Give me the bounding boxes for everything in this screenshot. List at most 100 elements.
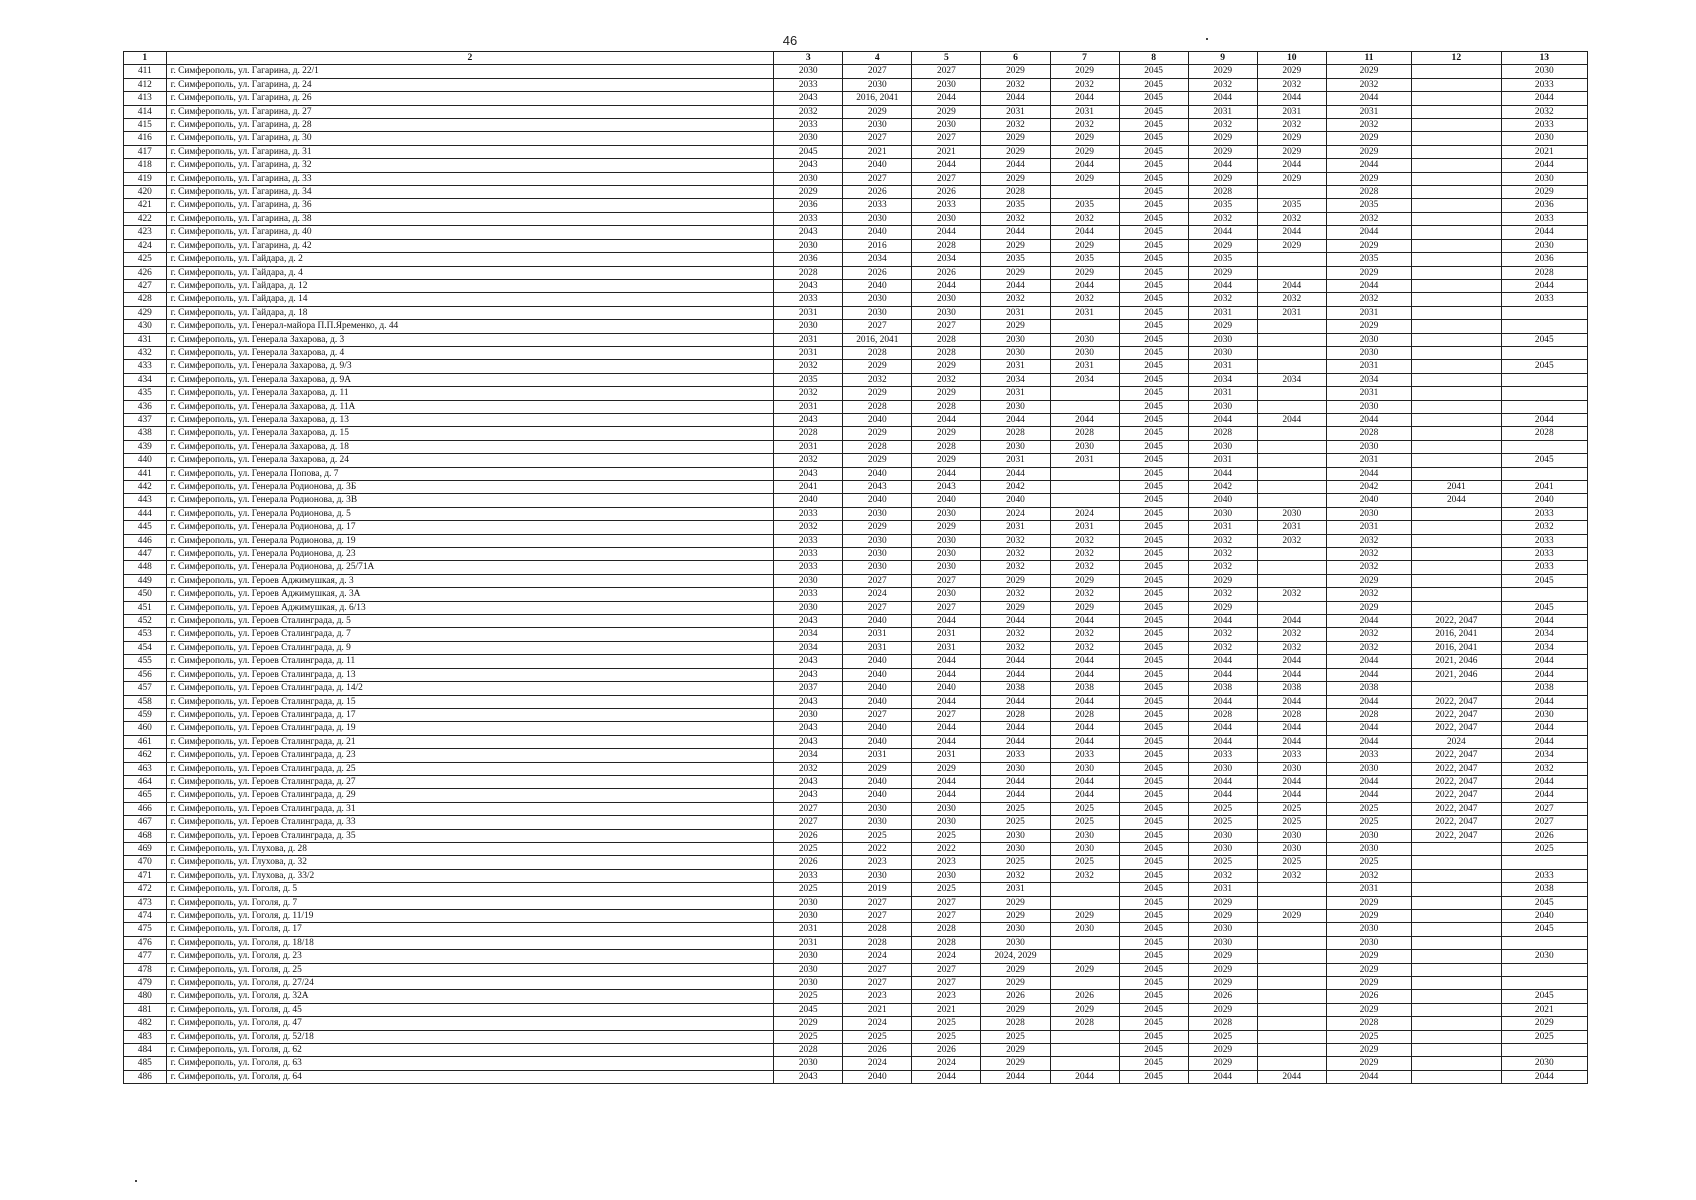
year-cell-col-5: 2044 — [911, 654, 982, 669]
year-cell-col-6: 2032 — [980, 118, 1051, 133]
address-cell: г. Симферополь, ул. Гоголя, д. 17 — [165, 922, 775, 937]
year-cell-col-11: 2029 — [1325, 895, 1413, 911]
year-cell-col-8: 2045 — [1118, 908, 1189, 924]
year-cell-col-12: 2022, 2047 — [1411, 801, 1502, 817]
year-cell-col-12 — [1411, 359, 1502, 374]
year-cell-col-11: 2031 — [1325, 104, 1413, 120]
year-cell-col-10 — [1256, 949, 1327, 964]
year-cell-col-6: 2026 — [980, 989, 1051, 1004]
year-cell-col-10 — [1256, 453, 1327, 468]
year-cell-col-9: 2044 — [1187, 412, 1258, 428]
year-cell-col-11: 2032 — [1325, 533, 1413, 549]
year-cell-col-11: 2044 — [1325, 158, 1413, 173]
year-cell-col-10: 2035 — [1256, 198, 1327, 213]
year-cell-col-11: 2025 — [1325, 815, 1413, 830]
year-cell-col-13: 2028 — [1500, 265, 1589, 280]
address-cell: г. Симферополь, ул. Гоголя, д. 27/24 — [165, 976, 775, 991]
year-cell-col-4: 2027 — [842, 600, 913, 616]
year-cell-col-12 — [1411, 399, 1502, 414]
row-number-cell: 482 — [123, 1016, 167, 1031]
year-cell-col-4: 2030 — [842, 305, 913, 321]
year-cell-col-4: 2030 — [842, 211, 913, 227]
year-cell-col-3: 2043 — [773, 694, 844, 709]
address-cell: г. Симферополь, ул. Героев Аджимушкая, д… — [165, 600, 775, 616]
column-header-4: 4 — [842, 50, 913, 66]
year-cell-col-3: 2033 — [773, 560, 844, 575]
row-number-cell: 438 — [123, 426, 167, 441]
year-cell-col-13 — [1500, 319, 1589, 334]
year-cell-col-12 — [1411, 547, 1502, 562]
row-number-cell: 466 — [123, 801, 167, 817]
year-cell-col-12: 2022, 2047 — [1411, 707, 1502, 723]
year-cell-col-13: 2040 — [1500, 493, 1589, 508]
year-cell-col-9: 2030 — [1187, 332, 1258, 347]
year-cell-col-5: 2030 — [911, 211, 982, 227]
year-cell-col-6: 2029 — [980, 600, 1051, 616]
row-number-cell: 415 — [123, 118, 167, 133]
address-cell: г. Симферополь, ул. Героев Сталинграда, … — [165, 788, 775, 803]
year-cell-col-6: 2029 — [980, 962, 1051, 978]
year-cell-col-13: 2045 — [1500, 922, 1589, 937]
row-number-cell: 420 — [123, 185, 167, 200]
year-cell-col-13: 2044 — [1500, 667, 1589, 683]
year-cell-col-13: 2034 — [1500, 640, 1589, 656]
year-cell-col-10: 2032 — [1256, 627, 1327, 642]
year-cell-col-7: 2032 — [1049, 118, 1120, 133]
year-cell-col-6: 2030 — [980, 399, 1051, 414]
address-cell: г. Симферополь, ул. Героев Сталинграда, … — [165, 627, 775, 642]
year-cell-col-10: 2044 — [1256, 734, 1327, 750]
year-cell-col-7: 2028 — [1049, 707, 1120, 723]
row-number-cell: 422 — [123, 211, 167, 227]
year-cell-col-10 — [1256, 560, 1327, 575]
year-cell-col-6: 2025 — [980, 815, 1051, 830]
year-cell-col-8: 2045 — [1118, 1056, 1189, 1071]
year-cell-col-7: 2044 — [1049, 788, 1120, 803]
year-cell-col-3: 2031 — [773, 345, 844, 361]
year-cell-col-10: 2032 — [1256, 211, 1327, 227]
year-cell-col-7: 2031 — [1049, 520, 1120, 535]
year-cell-col-6: 2032 — [980, 292, 1051, 307]
year-cell-col-11: 2029 — [1325, 949, 1413, 964]
year-cell-col-5: 2025 — [911, 828, 982, 843]
year-cell-col-6: 2044 — [980, 91, 1051, 106]
year-cell-col-8: 2045 — [1118, 788, 1189, 803]
year-cell-col-7: 2044 — [1049, 614, 1120, 629]
address-cell: г. Симферополь, ул. Гоголя, д. 11/19 — [165, 908, 775, 924]
year-cell-col-4: 2016, 2041 — [842, 332, 913, 347]
year-cell-col-6: 2025 — [980, 1029, 1051, 1045]
year-cell-col-6: 2030 — [980, 345, 1051, 361]
year-cell-col-9: 2044 — [1187, 1069, 1258, 1085]
year-cell-col-10 — [1256, 600, 1327, 616]
address-cell: г. Симферополь, ул. Героев Сталинграда, … — [165, 761, 775, 776]
year-cell-col-5: 2040 — [911, 493, 982, 508]
year-cell-col-10 — [1256, 252, 1327, 267]
year-cell-col-3: 2030 — [773, 895, 844, 911]
year-cell-col-12 — [1411, 332, 1502, 347]
year-cell-col-9: 2025 — [1187, 815, 1258, 830]
year-cell-col-6: 2035 — [980, 252, 1051, 267]
year-cell-col-9: 2031 — [1187, 386, 1258, 401]
year-cell-col-3: 2045 — [773, 144, 844, 160]
year-cell-col-3: 2040 — [773, 493, 844, 508]
year-cell-col-4: 2043 — [842, 479, 913, 495]
year-cell-col-10: 2031 — [1256, 104, 1327, 120]
row-number-cell: 455 — [123, 654, 167, 669]
year-cell-col-10: 2029 — [1256, 131, 1327, 146]
year-cell-col-12: 2022, 2047 — [1411, 721, 1502, 736]
year-cell-col-13: 2032 — [1500, 761, 1589, 776]
address-cell: г. Симферополь, ул. Глухова, д. 32 — [165, 855, 775, 870]
year-cell-col-6: 2029 — [980, 1056, 1051, 1071]
year-cell-col-10: 2025 — [1256, 855, 1327, 870]
year-cell-col-12 — [1411, 600, 1502, 616]
year-cell-col-4: 2029 — [842, 104, 913, 120]
year-cell-col-3: 2045 — [773, 1002, 844, 1018]
year-cell-col-7: 2030 — [1049, 345, 1120, 361]
